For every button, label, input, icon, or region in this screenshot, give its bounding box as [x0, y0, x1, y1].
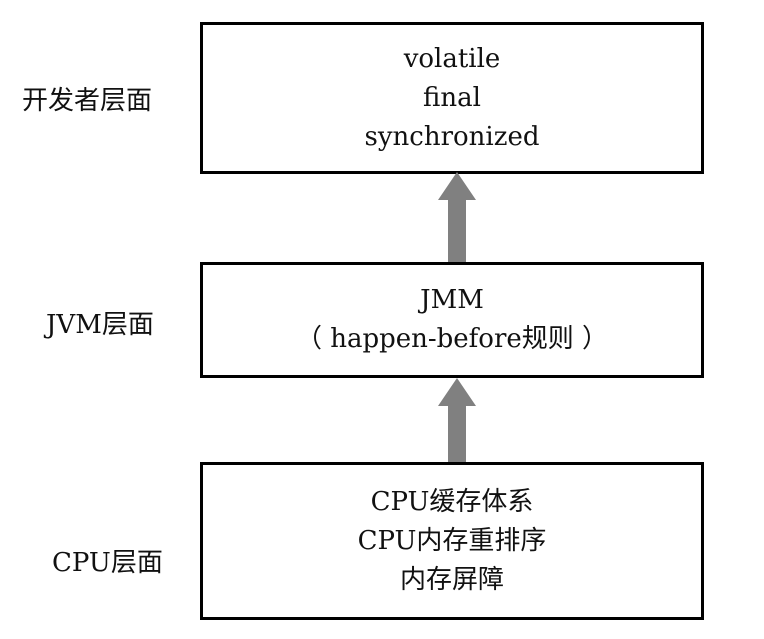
cpu-item-memory-barrier: 内存屏障 — [399, 564, 504, 595]
jvm-layer-box: JMM （ happen-before规则 ） — [200, 262, 704, 378]
up-arrow-icon — [438, 378, 476, 464]
up-arrow-icon — [438, 172, 476, 264]
cpu-item-reordering: CPU内存重排序 — [357, 525, 547, 556]
up-arrow-shape — [438, 172, 476, 264]
cpu-layer-box: CPU缓存体系 CPU内存重排序 内存屏障 — [200, 462, 704, 620]
jvm-item-jmm: JMM — [420, 285, 484, 315]
developer-item-volatile: volatile — [403, 43, 501, 74]
developer-layer-label: 开发者层面 — [22, 86, 153, 116]
jvm-layer-label: JVM层面 — [46, 310, 154, 340]
jvm-item-happen-before: （ happen-before规则 ） — [295, 324, 609, 354]
cpu-layer-label: CPU层面 — [52, 548, 163, 578]
up-arrow-shape — [438, 378, 476, 464]
cpu-item-cache: CPU缓存体系 — [370, 486, 534, 517]
developer-item-synchronized: synchronized — [364, 121, 540, 152]
developer-layer-box: volatile final synchronized — [200, 22, 704, 174]
developer-item-final: final — [423, 82, 481, 113]
